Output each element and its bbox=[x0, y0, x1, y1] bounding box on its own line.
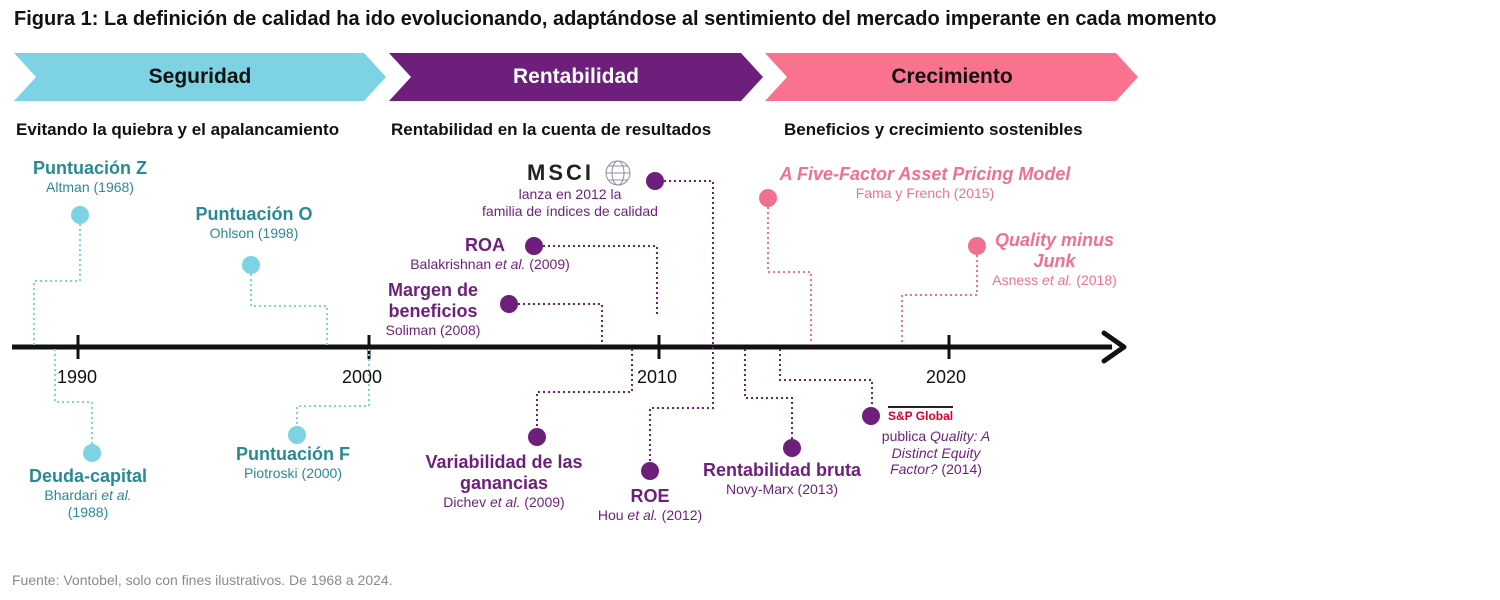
event-variability-dot bbox=[528, 428, 546, 446]
event-roa: ROA Balakrishnan et al. (2009) bbox=[390, 235, 590, 273]
event-msci: lanza en 2012 la familia de índices de c… bbox=[460, 186, 680, 219]
connector-fivefactor bbox=[767, 207, 812, 345]
event-msci-line2: familia de índices de calidad bbox=[482, 202, 658, 219]
connector-zscore bbox=[33, 224, 81, 345]
event-roe-dot bbox=[641, 462, 659, 480]
event-roe: ROE Hou et al. (2012) bbox=[570, 486, 730, 524]
event-debt: Deuda-capital Bhardari et al.(1988) bbox=[0, 466, 176, 520]
event-gross: Rentabilidad bruta Novy-Marx (2013) bbox=[692, 460, 872, 498]
event-fscore: Puntuación F Piotroski (2000) bbox=[203, 444, 383, 482]
event-msci-line1: lanza en 2012 la bbox=[518, 186, 622, 202]
connector-oscore bbox=[250, 274, 328, 345]
source-note: Fuente: Vontobel, solo con fines ilustra… bbox=[12, 572, 393, 588]
event-variability-title2: ganancias bbox=[459, 473, 549, 494]
connector-debt bbox=[54, 349, 93, 444]
tick-label-2000: 2000 bbox=[342, 367, 383, 387]
event-roa-source: Balakrishnan et al. (2009) bbox=[410, 256, 570, 273]
event-variability: Variabilidad de las ganancias Dichev et … bbox=[404, 452, 604, 511]
phase-chevron-seguridad bbox=[14, 53, 386, 101]
phase-label-rentabilidad: Rentabilidad bbox=[512, 65, 639, 88]
event-gross-title: Rentabilidad bruta bbox=[702, 460, 861, 480]
connector-variability bbox=[536, 349, 633, 428]
event-roe-source: Hou et al. (2012) bbox=[597, 507, 703, 524]
event-zscore-title: Puntuación Z bbox=[33, 158, 147, 178]
event-sp-dot bbox=[862, 407, 880, 425]
event-sp-line2: Distinct Equity bbox=[891, 444, 981, 461]
phase-subtitle-crecimiento: Beneficios y crecimiento sostenibles bbox=[784, 120, 1083, 139]
event-margin-dot bbox=[500, 295, 518, 313]
msci-logo: MSCI bbox=[527, 160, 594, 185]
event-margin: Margen de beneficios Soliman (2008) bbox=[358, 280, 508, 339]
phase-label-crecimiento: Crecimiento bbox=[891, 65, 1013, 88]
event-oscore-dot bbox=[242, 256, 260, 274]
event-margin-title2: beneficios bbox=[388, 301, 478, 322]
event-qmj-title2: Junk bbox=[1033, 251, 1076, 272]
msci-globe-icon bbox=[605, 160, 631, 186]
phase-subtitle-rentabilidad: Rentabilidad en la cuenta de resultados bbox=[391, 120, 712, 139]
event-margin-source: Soliman (2008) bbox=[385, 322, 481, 339]
event-qmj: Quality minus Junk Asness et al. (2018) bbox=[972, 230, 1137, 289]
connector-msci bbox=[649, 180, 714, 462]
event-oscore-title: Puntuación O bbox=[195, 204, 313, 224]
phase-subtitle-seguridad: Evitando la quiebra y el apalancamiento bbox=[16, 120, 340, 139]
phase-chevron-crecimiento bbox=[765, 53, 1138, 101]
connector-qmj bbox=[901, 255, 978, 345]
axis-arrowhead bbox=[1101, 330, 1127, 364]
event-fivefactor: A Five-Factor Asset Pricing Model Fama y… bbox=[760, 164, 1090, 202]
event-margin-title1: Margen de bbox=[387, 280, 479, 300]
event-fscore-dot bbox=[288, 426, 306, 444]
event-zscore-source: Altman (1968) bbox=[46, 179, 134, 196]
event-oscore: Puntuación O Ohlson (1998) bbox=[164, 204, 344, 242]
event-fivefactor-dot bbox=[759, 189, 777, 207]
tick-label-1990: 1990 bbox=[57, 367, 98, 387]
event-gross-dot bbox=[783, 439, 801, 457]
event-zscore: Puntuación Z Altman (1968) bbox=[0, 158, 180, 196]
event-debt-dot bbox=[83, 444, 101, 462]
sp-global-logo: S&P Global bbox=[888, 406, 954, 423]
event-msci-dot bbox=[646, 172, 664, 190]
tick-label-2010: 2010 bbox=[637, 367, 678, 387]
event-qmj-dot bbox=[968, 237, 986, 255]
figure-title: Figura 1: La definición de calidad ha id… bbox=[14, 8, 1217, 30]
event-fivefactor-title: A Five-Factor Asset Pricing Model bbox=[779, 164, 1071, 184]
event-fscore-source: Piotroski (2000) bbox=[243, 465, 343, 482]
event-roa-dot bbox=[525, 237, 543, 255]
event-debt-title: Deuda-capital bbox=[28, 466, 148, 486]
event-zscore-dot bbox=[71, 206, 89, 224]
phase-chevron-rentabilidad bbox=[389, 53, 763, 101]
event-roa-title: ROA bbox=[465, 235, 505, 255]
connector-gross bbox=[744, 349, 793, 440]
connector-roa bbox=[543, 245, 658, 316]
event-debt-source: Bhardari et al.(1988) bbox=[44, 487, 132, 520]
event-qmj-title1: Quality minus bbox=[994, 230, 1115, 250]
connector-margin bbox=[518, 303, 603, 345]
phase-label-seguridad: Seguridad bbox=[148, 65, 252, 88]
event-sp-line3: Factor? (2014) bbox=[890, 461, 982, 478]
event-variability-source: Dichev et al. (2009) bbox=[443, 494, 565, 511]
event-gross-source: Novy-Marx (2013) bbox=[725, 481, 839, 498]
event-variability-title1: Variabilidad de las bbox=[425, 452, 583, 472]
event-fivefactor-source: Fama y French (2015) bbox=[855, 185, 995, 202]
event-roe-title: ROE bbox=[630, 486, 670, 506]
tick-label-2020: 2020 bbox=[926, 367, 967, 387]
event-qmj-source: Asness et al. (2018) bbox=[992, 272, 1117, 289]
event-fscore-title: Puntuación F bbox=[236, 444, 350, 464]
connector-sp bbox=[779, 349, 873, 407]
event-oscore-source: Ohlson (1998) bbox=[209, 225, 299, 242]
event-sp-line1: publica Quality: A bbox=[881, 428, 991, 444]
event-sp: publica Quality: A Distinct Equity Facto… bbox=[866, 428, 1006, 478]
